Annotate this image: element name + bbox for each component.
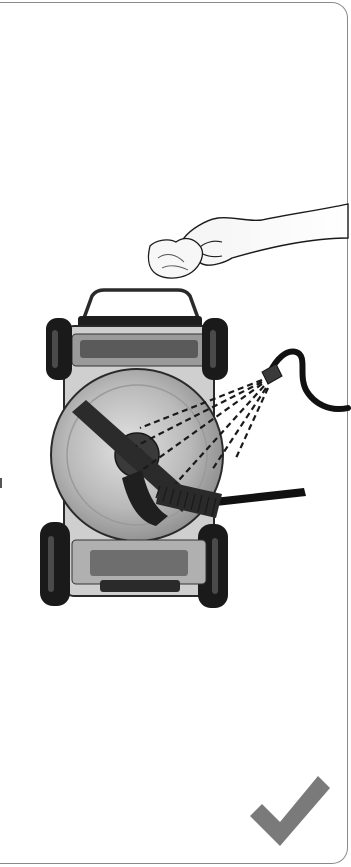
hose-nozzle-icon <box>262 364 282 384</box>
mower-rear-bar <box>100 580 180 592</box>
wheel-rear-left <box>40 522 70 606</box>
mower-front-slot <box>80 340 198 358</box>
lawn-mower <box>40 290 228 608</box>
hand-shape <box>181 204 348 265</box>
brush-handle <box>214 488 306 506</box>
wheel-front-left <box>46 318 72 380</box>
cloth-icon <box>148 239 202 279</box>
checkmark-icon <box>248 772 332 848</box>
hose-tube <box>270 352 348 410</box>
mower-handle <box>84 290 198 318</box>
hand-with-cloth <box>148 204 348 278</box>
